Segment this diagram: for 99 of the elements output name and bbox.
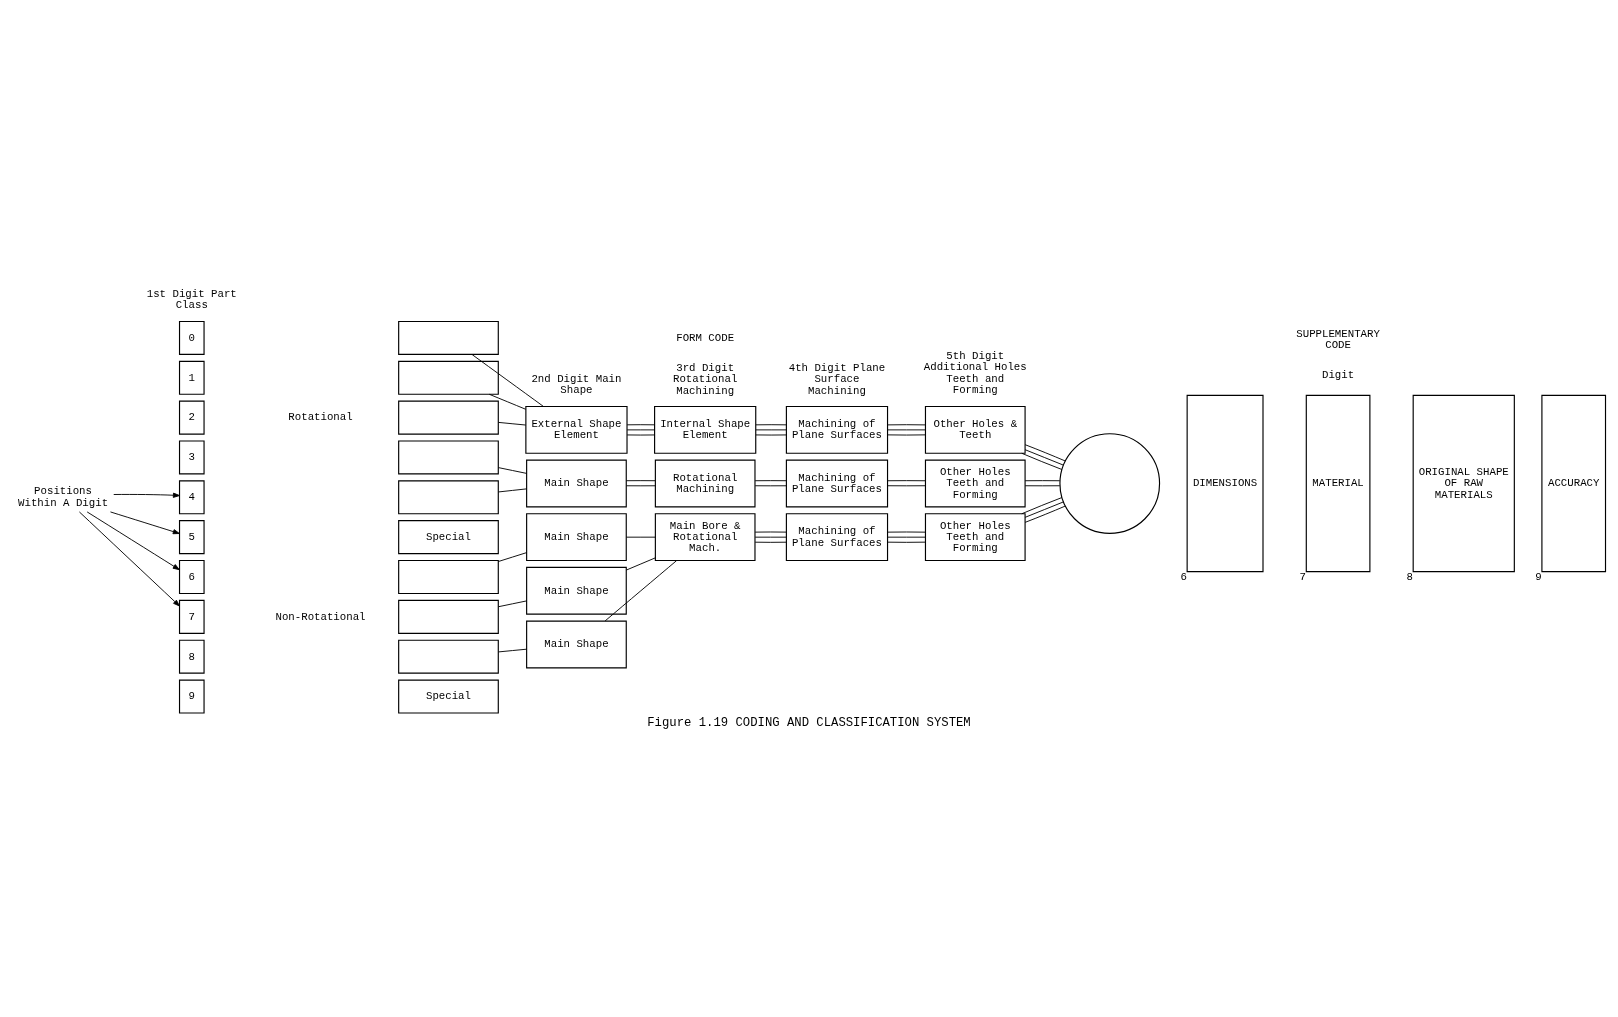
connector [754,531,787,533]
label: 4th Digit Plane Surface Machining [788,361,886,397]
connector [1024,443,1066,461]
node-box: Special [398,519,499,554]
label: 3rd Digit Rotational Machining [673,361,738,397]
node-box: 9 [178,679,205,714]
connector [755,428,787,430]
arrow [78,511,180,606]
connector [887,536,926,538]
label: Digit [1322,368,1355,381]
connector [1024,479,1061,481]
label: FORM CODE [676,331,735,344]
node-box: Other Holes Teeth and Forming [924,459,1026,507]
node-box: Machining of Plane Surfaces [785,459,889,507]
node-box: Machining of Plane Surfaces [785,512,889,561]
connector [755,433,787,435]
node-label: 9 [1535,570,1542,583]
connector [754,479,787,481]
node-label: 6 [1180,570,1187,583]
connector [754,536,787,538]
connector [498,421,527,425]
connector [625,556,656,570]
label: 1st Digit Part Class [146,287,237,311]
connector [755,423,787,425]
node-box: MATERIAL [1305,394,1371,572]
connector [498,648,528,652]
node-box [398,559,499,594]
label: SUPPLEMENTARY CODE [1296,327,1380,351]
connector [625,479,656,481]
connector [498,487,528,492]
node-box: Main Shape [526,459,627,507]
node-text: Positions Within A Digit [18,484,109,509]
node-box: 1 [178,360,205,395]
node-box: DIMENSIONS [1186,394,1264,572]
connector [626,428,655,430]
connector [1021,452,1063,470]
node-box: 5 [178,519,205,554]
node-box: Main Shape [526,512,627,561]
node-box [398,400,499,435]
connector [887,479,926,481]
node-box: Machining of Plane Surfaces [785,405,889,454]
connector [1024,500,1064,518]
node-box: ACCURACY [1541,394,1607,572]
connector [754,484,787,486]
node-label: 7 [1299,570,1307,583]
label: 5th Digit Additional Holes Teeth and Forming [923,349,1027,396]
connector [625,484,656,486]
connector [887,423,926,425]
connector [498,551,528,562]
arrow [113,492,180,498]
connector [1024,448,1064,466]
node-box: Special [398,679,499,714]
arrow [110,510,180,534]
connector [1024,505,1066,523]
node-box: Internal Shape Element [654,405,757,454]
node-box: Main Shape [526,620,627,668]
connector [488,393,527,410]
node-box: 4 [178,479,205,514]
node-box: External Shape Element [525,405,628,454]
arrow [86,510,180,570]
connector [498,599,528,607]
node-box: 8 [178,639,205,674]
node-box [398,599,499,634]
caption: Figure 1.19 CODING AND CLASSIFICATION SYSTEM [647,715,971,730]
node-box [398,360,499,395]
label: Non-Rotational [275,610,366,623]
connector [887,428,926,430]
label: 2nd Digit Main Shape [531,372,622,396]
connector [887,531,926,533]
node-box: Rotational Machining [654,459,756,507]
node-box: Other Holes Teeth and Forming [924,512,1026,561]
connector [604,559,677,621]
node-box: ORIGINAL SHAPE OF RAW MATERIALS [1412,394,1515,572]
node-label: 8 [1406,570,1413,583]
connector [626,434,655,435]
connector [887,484,926,486]
node-box: 3 [178,439,205,474]
node-box: Main Bore & Rotational Mach. [654,512,756,561]
connector [625,536,656,538]
connector [471,353,544,407]
connector [626,423,655,425]
node-box [398,639,499,674]
connector [1024,484,1061,486]
node-box: 7 [178,599,205,634]
connector [1021,496,1063,514]
label: Rotational [288,410,353,423]
node-circle [1059,432,1161,534]
node-box [398,479,499,514]
connector [498,466,528,474]
node-box: 0 [178,320,205,355]
connector [887,541,926,543]
connector [754,541,787,543]
node-box: 6 [178,559,205,594]
node-box [398,439,499,474]
node-box: 2 [178,400,205,435]
node-box: Other Holes & Teeth [924,405,1026,454]
node-box [398,320,499,355]
node-box: Main Shape [526,566,627,615]
connector [887,433,926,435]
